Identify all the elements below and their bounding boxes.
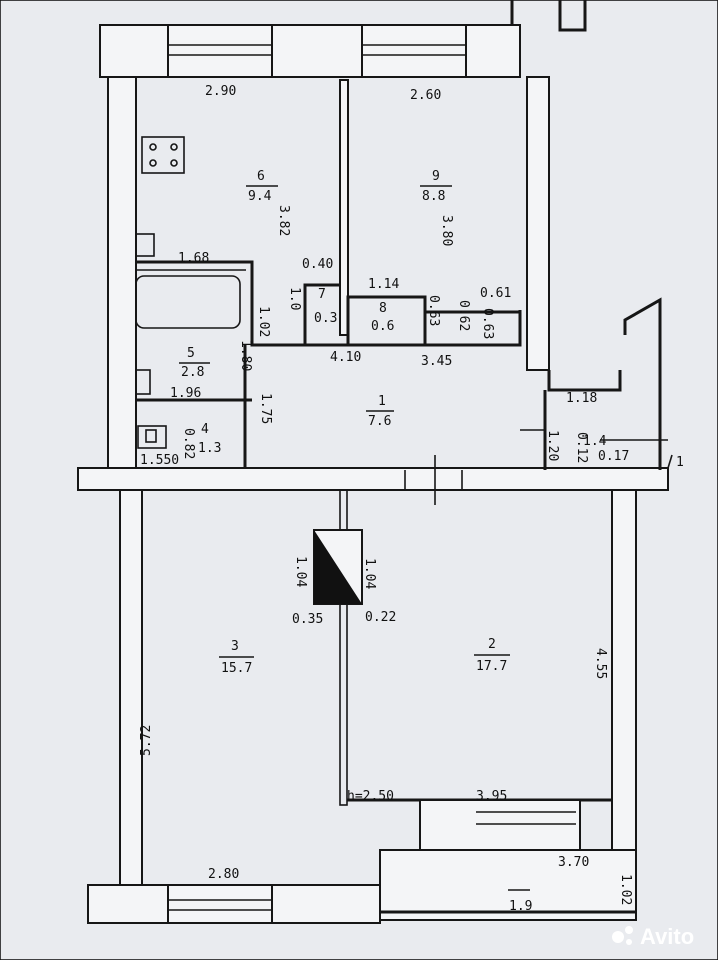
room-5-area: 2.8 bbox=[181, 365, 204, 380]
left-wall-bottom bbox=[119, 489, 143, 886]
toilet-icon bbox=[137, 425, 167, 449]
room-1-area: 7.6 bbox=[368, 414, 391, 429]
room-vestibule-number: 1.4 bbox=[583, 434, 607, 449]
partition-6-9 bbox=[339, 79, 349, 336]
window-kitchen bbox=[167, 24, 273, 78]
dim-toilet-h: 0.82 bbox=[181, 428, 196, 459]
room-9-number: 9 bbox=[432, 169, 440, 184]
room-9-area: 8.8 bbox=[422, 189, 445, 204]
dim-stack-r: 1.04 bbox=[362, 558, 377, 589]
dim-closet8-a: 0.63 bbox=[426, 295, 441, 326]
dim-kitchen-width: 2.90 bbox=[205, 84, 236, 99]
stove-icon bbox=[141, 136, 185, 174]
dim-closet7-w: 0.40 bbox=[302, 257, 333, 272]
middle-wall bbox=[77, 467, 669, 491]
room-3-number: 3 bbox=[231, 639, 239, 654]
dim-closet7-h: 1.0 bbox=[287, 287, 302, 310]
balcony-area: 1.9 bbox=[509, 899, 532, 914]
dim-room2-width: 3.95 bbox=[476, 789, 507, 804]
dim-vest-a: 0.12 bbox=[574, 432, 589, 463]
room-8-area: 0.6 bbox=[371, 319, 394, 334]
dim-stack-l: 1.04 bbox=[293, 556, 308, 587]
dim-balcony-depth: 1.02 bbox=[618, 874, 633, 905]
dim-closet8-w: 1.14 bbox=[368, 277, 399, 292]
room-2-number: 2 bbox=[488, 637, 496, 652]
watermark-text: Avito bbox=[640, 924, 694, 949]
dim-ceiling: h=2.50 bbox=[347, 789, 394, 804]
dim-stack-a: 0.35 bbox=[292, 612, 323, 627]
room-8-number: 8 bbox=[379, 301, 387, 316]
dim-bath-width: 1.68 bbox=[178, 251, 209, 266]
right-wall-bottom bbox=[611, 489, 637, 921]
room-3-area: 15.7 bbox=[221, 661, 252, 676]
room-labels: 1 7.6 2 17.7 3 15.7 4 1.3 5 2.8 6 9.4 7 … bbox=[179, 169, 607, 914]
dim-balcony-width: 3.70 bbox=[558, 855, 589, 870]
room-7-area: 0.3 bbox=[314, 311, 337, 326]
room-6-number: 6 bbox=[257, 169, 265, 184]
dim-wc-length: 1.75 bbox=[258, 393, 273, 424]
dim-closet8-b: 0.62 bbox=[456, 300, 471, 331]
window-room3 bbox=[167, 884, 273, 924]
room-4-number: 4 bbox=[201, 422, 209, 437]
dim-vest-h: 1.20 bbox=[545, 430, 560, 461]
dim-room9-length: 3.80 bbox=[439, 215, 454, 246]
bathtub bbox=[135, 275, 241, 329]
watermark: Avito bbox=[612, 924, 694, 949]
dim-kitchen-length: 3.82 bbox=[276, 205, 291, 236]
avito-logo-icon bbox=[612, 931, 624, 943]
dim-room2-length: 4.55 bbox=[593, 648, 608, 679]
dim-vest-b: 0.17 bbox=[598, 449, 629, 464]
dim-vest-w: 1.18 bbox=[566, 391, 597, 406]
room-6-area: 9.4 bbox=[248, 189, 272, 204]
dim-room3-length: 5.72 bbox=[139, 725, 154, 756]
dim-toilet-width: 1.550 bbox=[140, 453, 179, 468]
right-wall-top bbox=[526, 76, 550, 371]
sink-icon bbox=[135, 233, 155, 257]
dim-room3-width: 2.80 bbox=[208, 867, 239, 882]
dim-closet8-c: 0.61 bbox=[480, 286, 511, 301]
washbasin-icon bbox=[135, 369, 151, 395]
window-room9 bbox=[361, 24, 467, 78]
entrance-mark: 1 bbox=[676, 455, 684, 470]
dim-closet8-d: 0.63 bbox=[480, 308, 495, 339]
dimension-labels: 2.90 2.60 3.82 3.80 1.68 1.80 1.96 1.75 … bbox=[139, 84, 684, 905]
dim-room9-width: 2.60 bbox=[410, 88, 441, 103]
window-room2 bbox=[419, 799, 581, 851]
room-5-number: 5 bbox=[187, 346, 195, 361]
balcony bbox=[379, 849, 637, 921]
partition-2-3 bbox=[339, 489, 348, 806]
dim-closet7-d: 1.02 bbox=[256, 306, 271, 337]
dim-hall-b: 3.45 bbox=[421, 354, 452, 369]
dim-hall-a: 4.10 bbox=[330, 350, 361, 365]
dim-stack-b: 0.22 bbox=[365, 610, 396, 625]
room-2-area: 17.7 bbox=[476, 659, 507, 674]
room-7-number: 7 bbox=[318, 287, 326, 302]
room-4-area: 1.3 bbox=[198, 441, 221, 456]
dim-wc: 1.96 bbox=[170, 386, 201, 401]
left-wall-top bbox=[107, 76, 137, 470]
room-1-number: 1 bbox=[378, 394, 386, 409]
dim-bath-height: 1.80 bbox=[238, 340, 253, 371]
